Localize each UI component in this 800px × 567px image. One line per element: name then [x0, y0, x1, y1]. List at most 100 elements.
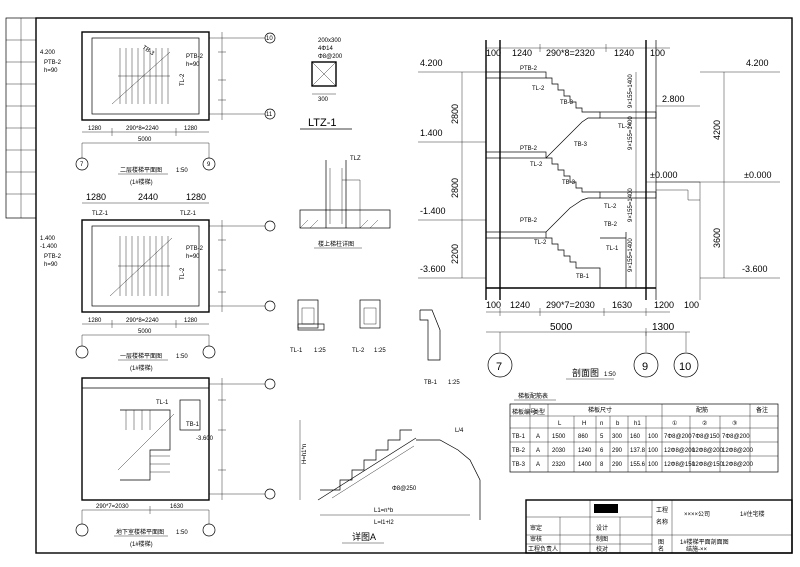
plan-upper-axis-7: 7	[80, 162, 84, 168]
axis-bubble-9a	[202, 157, 216, 171]
table-r0-c8: 7Φ8@200	[664, 434, 692, 440]
plan-middle-dim-1: 1280	[88, 318, 102, 324]
plan-middle-total: 5000	[138, 329, 152, 335]
section-dim-bot-5: 1200	[654, 300, 674, 310]
wall-detail-title: 楼上梯柱详图	[318, 240, 354, 248]
plan-upper-dim-3: 1280	[184, 126, 198, 132]
tb-row-label-2: 审核	[530, 535, 542, 543]
section-dim-top-4: 1240	[614, 48, 634, 58]
plan-upper-title: 二层楼梯平面图	[120, 166, 162, 174]
plan-upper-scale: 1:50	[176, 168, 188, 174]
section-flight-4: 9×155=1400	[628, 238, 634, 272]
table-h-10: 备注	[756, 406, 768, 414]
section-label-7: TL-2	[530, 162, 543, 168]
table-r2-c8: 12Φ8@150	[664, 462, 696, 468]
table-title: 梯板配筋表	[518, 392, 548, 400]
section-title: 剖面图	[572, 367, 599, 378]
rebar-table: 梯板配筋表 梯板编号 类型 梯板尺寸 配筋 备注 L H n b h1	[509, 392, 779, 473]
plan-lower-dim-2: 1630	[170, 504, 184, 510]
section-label-1: PTB-2	[520, 66, 538, 72]
table-r0-c6: 160	[630, 434, 641, 440]
table-r2-c4: 8	[600, 462, 604, 468]
table-r1-c1: A	[536, 448, 540, 454]
section-label-10: PTB-2	[520, 218, 538, 224]
table-r0-c2: 1500	[552, 434, 566, 440]
section-h-right-2: 3600	[712, 228, 722, 248]
table-r1-c7: 100	[648, 448, 659, 454]
plan-upper-dim-1: 1280	[88, 126, 102, 132]
section-label-13: TL-1	[606, 246, 619, 252]
beam-tb1-scale: 1:25	[448, 380, 460, 386]
tb-drawing-name: 1#楼梯平面剖面图	[680, 538, 729, 546]
table-r2-c0: TB-3	[512, 462, 526, 468]
section-label-5: PTB-2	[520, 146, 538, 152]
section-elev-right2-3: -3.600	[742, 264, 768, 274]
plan-middle-note: (1#楼梯)	[130, 364, 153, 372]
plan-upper-tl: TL-2	[180, 73, 186, 86]
section-elev-right-2: ±0.000	[650, 170, 677, 180]
plan-middle-title: 一层楼梯平面图	[120, 352, 162, 360]
table-r1-c6: 137.8	[630, 448, 646, 454]
section-dim-bot-4: 1630	[612, 300, 632, 310]
plan-upper-axis-11: 11	[266, 112, 273, 118]
section-h-left-3: 2200	[450, 244, 460, 264]
beam-tl2-scale: 1:25	[374, 348, 386, 354]
section-flight-3: 9×155=1400	[628, 188, 634, 222]
table-r2-c1: A	[536, 462, 540, 468]
section-label-6: TB-3	[574, 142, 588, 148]
plan-lower-elev: -3.600	[196, 436, 214, 442]
table-r1-c10: 12Φ8@200	[722, 448, 754, 454]
plan-upper-ptb-right: PTB-2	[186, 54, 204, 60]
table-r2-c2: 2320	[552, 462, 566, 468]
wall-detail-tlz: TLZ	[350, 156, 361, 162]
section-h-left-2: 2800	[450, 178, 460, 198]
section-h-left-1: 2800	[450, 104, 460, 124]
ltz-title: LTZ-1	[308, 117, 337, 129]
table-sh-2: n	[600, 421, 603, 427]
tb-row-label-1: 审定	[530, 524, 542, 532]
plan-upper-ptb-left: PTB-2	[44, 60, 62, 66]
plan-upper-note: (1#楼梯)	[130, 178, 153, 186]
plan-middle-elev-2: -1.400	[40, 244, 58, 250]
table-r1-c4: 6	[600, 448, 604, 454]
plan-middle-dim-2: 290*8=2240	[126, 318, 159, 324]
plan-lower-tb: TB-1	[186, 422, 200, 428]
beam-sections: TL-1 1:25 TL-2 1:25 TB-1 1:25	[290, 299, 460, 386]
plan-middle-dim-top-3: 1280	[186, 192, 206, 202]
table-r1-c0: TB-2	[512, 448, 526, 454]
plan-lower-title: 地下室楼梯平面图	[116, 528, 164, 536]
plan-upper-h-right: h=90	[186, 62, 200, 68]
section-elev-right2-1: 4.200	[746, 58, 769, 68]
plan-upper-tb: TB-3	[141, 45, 156, 58]
ltz-rebar-1: 4Φ14	[318, 46, 333, 52]
plan-upper-h-left: h=90	[44, 68, 58, 74]
plan-lower-dim-1: 290*7=2030	[96, 504, 129, 510]
table-r2-c7: 100	[648, 462, 659, 468]
plan-middle-dim-3: 1280	[184, 318, 198, 324]
section-label-11: TB-2	[604, 222, 618, 228]
table-r0-c0: TB-1	[512, 434, 526, 440]
table-r0-c4: 5	[600, 434, 604, 440]
detail-a-h: H=h1*n	[302, 444, 308, 464]
plan-lower-scale: 1:50	[176, 530, 188, 536]
tb-project-label-1: 工程	[656, 506, 668, 514]
plan-middle-scale: 1:50	[176, 354, 188, 360]
section-label-8: TB-3	[562, 180, 576, 186]
table-r0-c7: 100	[648, 434, 659, 440]
plan-upper-axis-10: 10	[266, 36, 273, 42]
table-r0-c10: 7Φ8@200	[722, 434, 750, 440]
section-elev-right-1: 2.800	[662, 94, 685, 104]
plan-middle-ptb-left: PTB-2	[44, 254, 62, 260]
table-r2-c5: 290	[612, 462, 623, 468]
plan-middle-tlz-2: TLZ-1	[180, 211, 197, 217]
section-flight-1: 9×155=1400	[628, 74, 634, 108]
table-sh-4: h1	[634, 421, 641, 427]
axis-bubble-7	[487, 352, 513, 378]
section-axis-9: 9	[642, 361, 648, 373]
section-label-12: TL-2	[534, 240, 547, 246]
table-r2-c3: 1400	[578, 462, 592, 468]
tb-mid-label-1: 设计	[596, 524, 608, 532]
binding-strip-grid	[6, 18, 36, 218]
ltz-rebar-2: Φ8@200	[318, 54, 343, 60]
wall-detail: TLZ 楼上梯柱详图	[299, 156, 391, 249]
